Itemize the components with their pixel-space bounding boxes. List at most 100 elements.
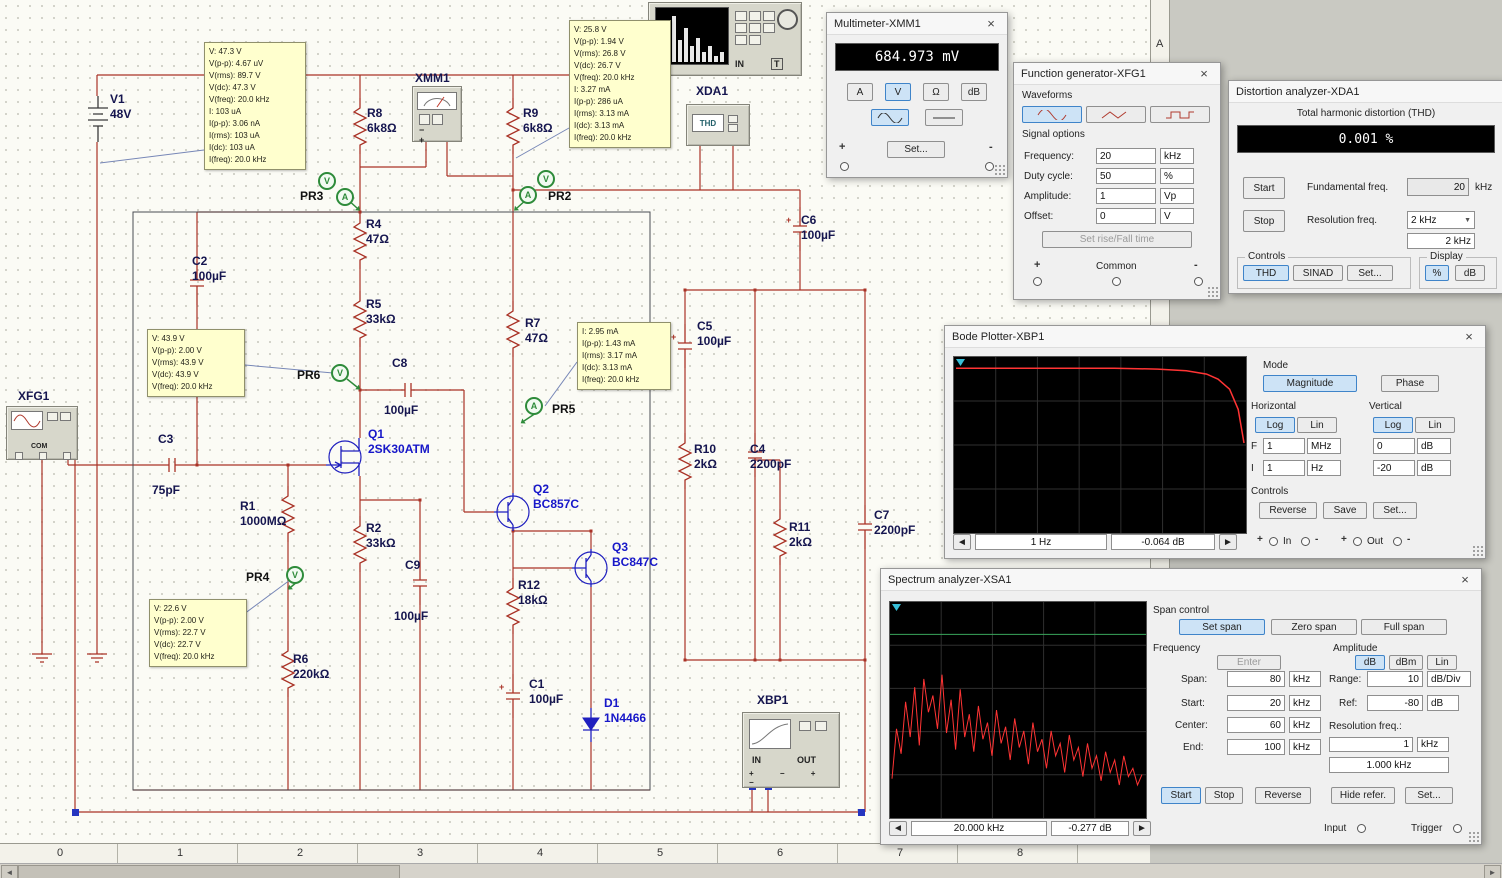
spectrum-analyzer-icon[interactable]: IN T [648,2,802,76]
component-label-c4[interactable]: C42200pF [750,442,791,472]
component-value-c3[interactable]: 75pF [152,483,180,498]
scrollbar-thumb[interactable] [18,865,400,878]
ref-input[interactable]: -80 [1367,695,1423,711]
xsa1-left-arrow[interactable]: ◄ [889,821,907,836]
amp-db-button[interactable]: dB [1355,655,1385,670]
thd-button[interactable]: THD [1243,265,1289,281]
bode-plotter-icon[interactable]: IN OUT + − + − [742,712,840,788]
component-label-c6[interactable]: C6100µF [801,213,835,243]
end-input[interactable]: 100 [1227,739,1285,755]
h-final-input[interactable]: 1 [1263,438,1305,454]
horizontal-scrollbar[interactable]: ◄ ► [0,863,1502,878]
probe-label-pr3[interactable]: PR3 [300,189,323,203]
component-label-r11[interactable]: R112kΩ [789,520,812,550]
probe-circle-pr2[interactable]: A [519,186,537,204]
horizontal-log-button[interactable]: Log [1255,417,1295,433]
component-label-xmm1[interactable]: XMM1 [415,71,450,86]
xda1-start-button[interactable]: Start [1243,177,1285,199]
percent-button[interactable]: % [1425,265,1449,281]
multimeter-dc-button[interactable] [925,109,963,126]
center-input[interactable]: 60 [1227,717,1285,733]
square-waveform-button[interactable] [1150,106,1210,123]
probe-label-pr5[interactable]: PR5 [552,402,575,416]
resize-grip[interactable] [1207,286,1219,298]
enter-button[interactable]: Enter [1217,655,1281,670]
component-label-r1[interactable]: R11000MΩ [240,499,286,529]
xda1-set-button[interactable]: Set... [1347,265,1393,281]
probe-circle-pr3[interactable]: A [336,188,354,206]
component-label-r9[interactable]: R96k8Ω [523,106,553,136]
magnitude-button[interactable]: Magnitude [1263,375,1357,392]
component-label-r5[interactable]: R533kΩ [366,297,396,327]
probe-circle-pr4[interactable]: V [286,566,304,584]
triangle-waveform-button[interactable] [1086,106,1146,123]
resolution-input[interactable]: 1 [1329,737,1413,752]
component-label-r7[interactable]: R747Ω [525,316,548,346]
xfg1-titlebar[interactable]: Function generator-XFG1 × [1014,63,1220,85]
v-initial-input[interactable]: -20 [1373,460,1415,476]
component-label-c8[interactable]: C8 [392,356,407,371]
scroll-left-arrow[interactable]: ◄ [1,865,18,878]
component-label-r12[interactable]: R1218kΩ [518,578,548,608]
component-label-r2[interactable]: R233kΩ [366,521,396,551]
xsa1-set-button[interactable]: Set... [1405,787,1453,804]
multimeter-ampere-button[interactable]: A [847,83,873,101]
set-rise-fall-button[interactable]: Set rise/Fall time [1042,231,1192,248]
amp-dbm-button[interactable]: dBm [1389,655,1423,670]
component-label-d1[interactable]: D11N4466 [604,696,646,726]
resize-grip[interactable] [1472,545,1484,557]
duty-cycle-input[interactable]: 50 [1096,168,1156,184]
frequency-input[interactable]: 20 [1096,148,1156,164]
start-input[interactable]: 20 [1227,695,1285,711]
probe-label-pr2[interactable]: PR2 [548,189,571,203]
component-value-c8[interactable]: 100µF [384,403,418,418]
zero-span-button[interactable]: Zero span [1271,619,1357,635]
resolution-freq-combo[interactable]: 2 kHz ▼ [1407,211,1475,229]
component-label-xfg1[interactable]: XFG1 [18,389,49,404]
scroll-right-arrow[interactable]: ► [1484,865,1501,878]
probe-label-pr4[interactable]: PR4 [246,570,269,584]
full-span-button[interactable]: Full span [1361,619,1447,635]
vertical-log-button[interactable]: Log [1373,417,1413,433]
fundamental-freq-input[interactable]: 20 [1407,178,1469,196]
amplitude-input[interactable]: 1 [1096,188,1156,204]
component-label-q2[interactable]: Q2BC857C [533,482,579,512]
xbp1-close-icon[interactable]: × [1460,329,1478,345]
multimeter-titlebar[interactable]: Multimeter-XMM1 × [827,13,1007,35]
xsa1-titlebar[interactable]: Spectrum analyzer-XSA1 × [881,569,1481,591]
range-input[interactable]: 10 [1367,671,1423,687]
component-label-r6[interactable]: R6220kΩ [293,652,329,682]
component-label-v1[interactable]: V148V [110,92,131,122]
xsa1-close-icon[interactable]: × [1456,572,1474,588]
component-value-c9[interactable]: 100µF [394,609,428,624]
span-input[interactable]: 80 [1227,671,1285,687]
probe-circle-pr3[interactable]: V [318,172,336,190]
horizontal-lin-button[interactable]: Lin [1297,417,1337,433]
multimeter-close-icon[interactable]: × [982,16,1000,32]
xsa1-start-button[interactable]: Start [1161,787,1201,804]
save-button[interactable]: Save [1323,502,1367,519]
phase-button[interactable]: Phase [1381,375,1439,392]
xsa1-reverse-button[interactable]: Reverse [1255,787,1311,804]
component-label-c1[interactable]: C1100µF [529,677,563,707]
xfg1-close-icon[interactable]: × [1195,66,1213,82]
reverse-button[interactable]: Reverse [1259,502,1317,519]
component-label-xda1[interactable]: XDA1 [696,84,728,99]
xsa1-stop-button[interactable]: Stop [1205,787,1243,804]
offset-input[interactable]: 0 [1096,208,1156,224]
probe-label-pr6[interactable]: PR6 [297,368,320,382]
xsa1-right-arrow[interactable]: ► [1133,821,1151,836]
component-label-c9[interactable]: C9 [405,558,420,573]
amp-lin-button[interactable]: Lin [1427,655,1457,670]
bode-right-arrow[interactable]: ► [1219,534,1237,550]
multimeter-db-button[interactable]: dB [961,83,987,101]
component-label-c3[interactable]: C3 [158,432,173,447]
bode-left-arrow[interactable]: ◄ [953,534,971,550]
function-generator-icon[interactable]: COM [6,406,78,460]
resize-grip[interactable] [1468,831,1480,843]
component-label-r8[interactable]: R86k8Ω [367,106,397,136]
set-span-button[interactable]: Set span [1179,619,1265,635]
xbp1-set-button[interactable]: Set... [1373,502,1417,519]
component-label-c5[interactable]: C5100µF [697,319,731,349]
multimeter-ac-button[interactable] [871,109,909,126]
